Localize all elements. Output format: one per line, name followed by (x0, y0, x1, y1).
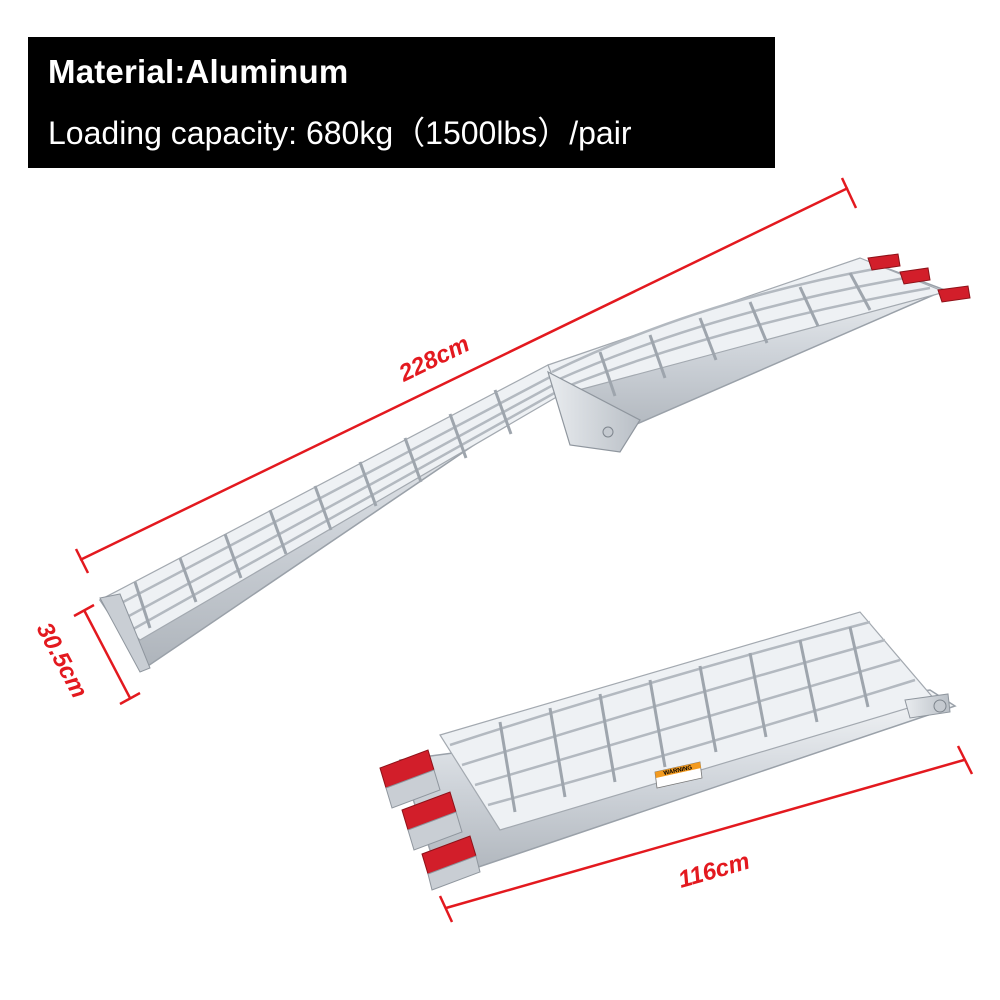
dimension-tick (119, 691, 141, 706)
dimension-tick (74, 548, 90, 574)
ramp-rubber-tips (867, 253, 971, 303)
folded-longitudinal-slats (449, 620, 916, 807)
ramp-deck-left (98, 364, 561, 641)
folded-ramp: WARNING (379, 611, 957, 891)
rubber-tip-icon (867, 253, 901, 271)
rubber-tip-icon (899, 267, 931, 285)
ramp-longitudinal-slats (107, 266, 931, 634)
dimension-line (82, 609, 132, 699)
dimension-tick (73, 603, 95, 618)
warning-sticker: WARNING (654, 761, 703, 789)
dimension-label: 30.5cm (31, 618, 93, 703)
hinge-bolt-icon (602, 426, 614, 438)
dimension-tick (840, 177, 858, 209)
dimension-label: 116cm (675, 848, 753, 894)
capacity-text: Loading capacity: 680kg（1500lbs）/pair (48, 115, 632, 151)
ramp-end-plate (99, 593, 151, 673)
ramp-hinge-bracket (547, 370, 641, 453)
dimension-line (445, 758, 965, 910)
dimension-tick (438, 895, 454, 923)
folded-rubber-tips (379, 749, 477, 875)
warning-label: WARNING (663, 765, 693, 777)
material-text: Material:Aluminum (48, 53, 349, 90)
hinge-bolt-icon (933, 699, 947, 713)
folded-tip-plates (385, 769, 481, 891)
unfolded-ramp (98, 253, 971, 673)
ramp-cross-bars (133, 272, 872, 629)
dimension-line (79, 186, 849, 562)
rubber-tip-icon (937, 285, 971, 303)
dimension-label: 228cm (394, 330, 474, 387)
spec-banner: Material:Aluminum Loading capacity: 680k… (28, 37, 775, 168)
dimension-tick (956, 745, 974, 775)
folded-cross-bars (498, 626, 870, 813)
